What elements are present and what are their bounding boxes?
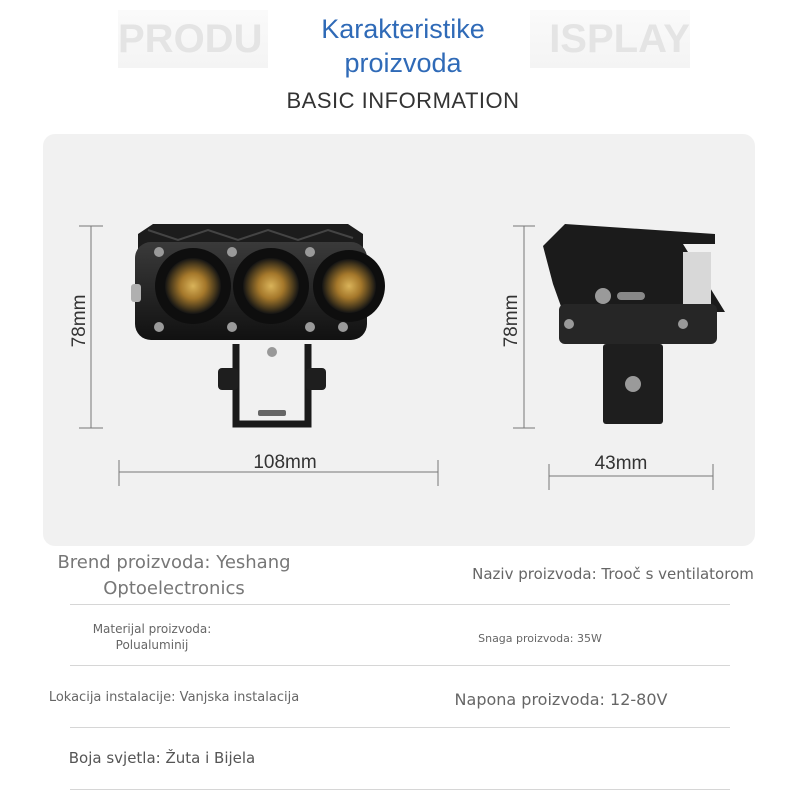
spec-voltage: Napona proizvoda: 12-80V — [454, 690, 668, 709]
product-dimension-panel: 78mm — [43, 134, 755, 546]
page-subtitle: BASIC INFORMATION — [286, 88, 520, 113]
side-view-light-image — [543, 224, 725, 424]
spec-light-color: Boja svjetla: Žuta i Bijela — [68, 749, 256, 767]
side-height-dimension: 78mm — [501, 225, 535, 429]
side-depth-dimension: 43mm — [548, 453, 714, 490]
front-height-dimension: 78mm — [69, 225, 103, 429]
front-view-light-image — [131, 224, 385, 428]
background-watermark-left: PRODU — [118, 10, 268, 68]
front-height-label: 78mm — [69, 295, 90, 348]
title-line-2: proizvoda — [344, 48, 462, 78]
spec-brand-line-2: Optoelectronics — [103, 578, 245, 599]
divider — [70, 665, 730, 666]
spec-brand-line-1: Brend proizvoda: Yeshang — [57, 552, 291, 573]
dimension-drawing: 78mm — [69, 224, 725, 490]
spec-brand: Brend proizvoda: Yeshang Optoelectronics — [38, 550, 310, 602]
spec-power: Snaga proizvoda: 35W — [478, 632, 602, 645]
spec-material: Materijal proizvoda: Polualuminij — [62, 621, 242, 653]
background-watermark-right: ISPLAY — [530, 10, 690, 68]
divider — [70, 727, 730, 728]
spec-material-line-1: Materijal proizvoda: — [92, 622, 212, 636]
spec-install-location: Lokacija instalacije: Vanjska instalacij… — [48, 690, 300, 705]
spec-product-name: Naziv proizvoda: Trooč s ventilatorom — [472, 565, 754, 583]
front-width-dimension: 108mm — [118, 452, 439, 486]
divider — [70, 604, 730, 605]
title-line-1: Karakteristike — [321, 14, 485, 44]
page-title: Karakteristike proizvoda — [250, 12, 556, 80]
front-width-label: 108mm — [253, 452, 316, 473]
spec-material-line-2: Polualuminij — [115, 638, 189, 652]
side-depth-label: 43mm — [595, 453, 648, 474]
side-height-label: 78mm — [501, 295, 522, 348]
divider — [70, 789, 730, 790]
